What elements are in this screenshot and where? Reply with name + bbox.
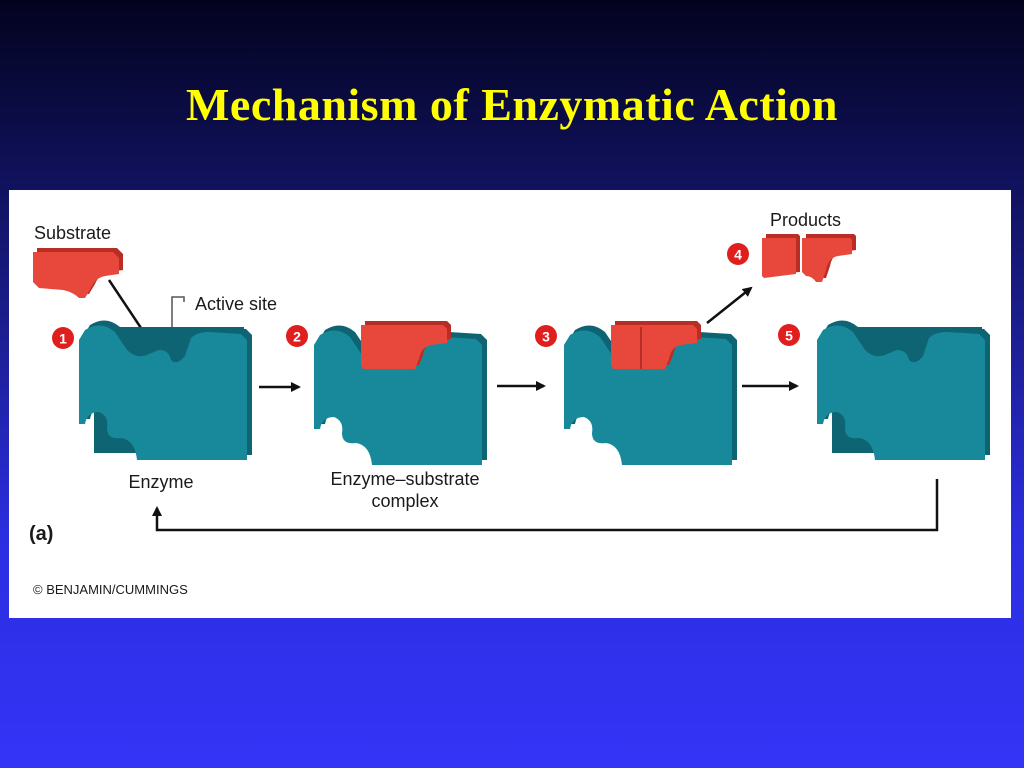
active-site-pointer (171, 296, 185, 338)
product-release-arrow (706, 286, 753, 324)
enzyme-recycle-arrow (152, 479, 939, 532)
products-label: Products (770, 210, 841, 230)
step-badge-4: 4 (727, 243, 749, 265)
enzyme-step-5 (817, 320, 990, 460)
panel-label: (a) (29, 523, 53, 545)
substrate-free (33, 248, 123, 298)
complex-label-line2: complex (371, 491, 438, 511)
enzyme-diagram: Substrate Active site 1 Enzyme 2 Enzyme–… (29, 210, 990, 597)
substrate-label: Substrate (34, 223, 111, 243)
step-badge-3: 3 (535, 325, 557, 347)
svg-text:5: 5 (785, 328, 793, 344)
svg-text:1: 1 (59, 331, 67, 347)
svg-text:3: 3 (542, 329, 550, 345)
enzyme-step-1 (79, 320, 252, 460)
complex-label-line1: Enzyme–substrate (330, 469, 479, 489)
svg-text:4: 4 (734, 247, 742, 263)
enzyme-label: Enzyme (128, 472, 193, 492)
slide-title: Mechanism of Enzymatic Action (185, 79, 839, 130)
svg-text:2: 2 (293, 329, 301, 345)
active-site-label: Active site (195, 294, 277, 314)
credit-line: © BENJAMIN/CUMMINGS (33, 582, 188, 597)
step-badge-5: 5 (778, 324, 800, 346)
step-badge-2: 2 (286, 325, 308, 347)
substrate-cleaving-step-3 (611, 321, 701, 369)
product-1 (762, 234, 800, 278)
product-2 (802, 234, 856, 282)
step-badge-1: 1 (52, 327, 74, 349)
enzyme-diagram-panel: Substrate Active site 1 Enzyme 2 Enzyme–… (9, 190, 1011, 618)
substrate-bound-step-2 (361, 321, 451, 369)
